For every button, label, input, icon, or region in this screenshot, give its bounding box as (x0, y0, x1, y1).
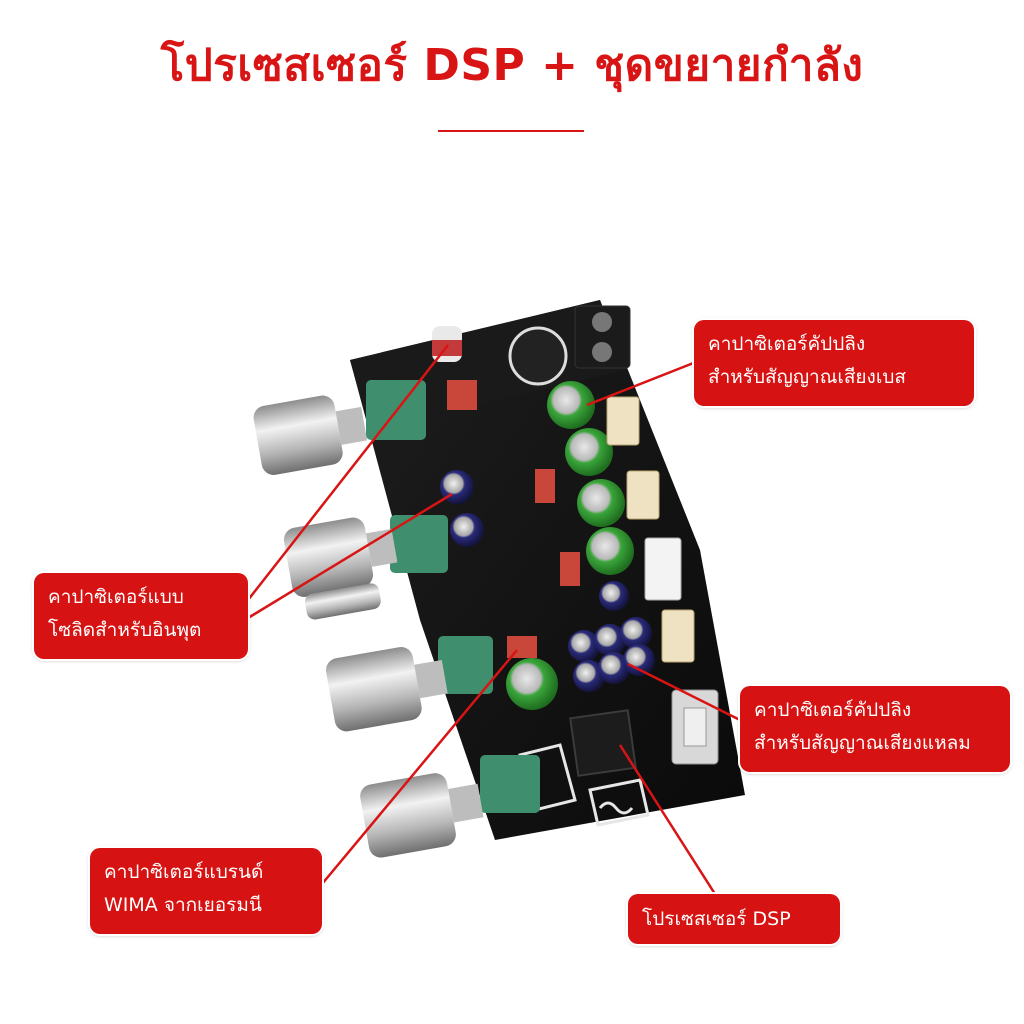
green-coupling-capacitors (547, 381, 634, 575)
callout-line-2: WIMA จากเยอรมนี (104, 894, 262, 916)
screw-terminal (574, 305, 631, 369)
input-solid-capacitor-top (432, 326, 462, 362)
dsp-chip (569, 709, 637, 777)
callout-line-2: โซลิดสำหรับอินพุต (48, 619, 202, 641)
callout-line-2: สำหรับสัญญาณเสียงแหลม (754, 732, 971, 754)
callout-lines (247, 344, 741, 895)
callout-bass-coupling-capacitor: คาปาซิเตอร์คัปปลิง สำหรับสัญญาณเสียงเบส (694, 320, 974, 406)
callout-dsp-processor: โปรเซสเซอร์ DSP (628, 894, 840, 944)
black-capacitor (508, 326, 568, 386)
blue-coupling-capacitors (568, 617, 655, 692)
green-capacitor-lower (506, 658, 558, 710)
callout-line-1: คาปาซิเตอร์แบรนด์ (104, 861, 264, 883)
callout-line-1: คาปาซิเตอร์คัปปลิง (754, 699, 912, 721)
title-divider (438, 130, 584, 132)
callout-solid-input-capacitor: คาปาซิเตอร์แบบ โซลิดสำหรับอินพุต (34, 573, 248, 659)
callout-wima-capacitor: คาปาซิเตอร์แบรนด์ WIMA จากเยอรมนี (90, 848, 322, 934)
jst-connectors (606, 396, 695, 663)
silver-knobs (253, 395, 484, 858)
callout-line-1: คาปาซิเตอร์แบบ (48, 586, 184, 608)
callout-line-1: โปรเซสเซอร์ DSP (642, 908, 791, 930)
callout-treble-coupling-capacitor: คาปาซิเตอร์คัปปลิง สำหรับสัญญาณเสียงแหลม (740, 686, 1010, 772)
callout-line-2: สำหรับสัญญาณเสียงเบส (708, 366, 906, 388)
usb-port (671, 689, 719, 765)
callout-line-1: คาปาซิเตอร์คัปปลิง (708, 333, 866, 355)
blue-input-capacitors (440, 470, 629, 611)
page-title: โปรเซสเซอร์ DSP + ชุดขยายกำลัง (160, 40, 864, 91)
